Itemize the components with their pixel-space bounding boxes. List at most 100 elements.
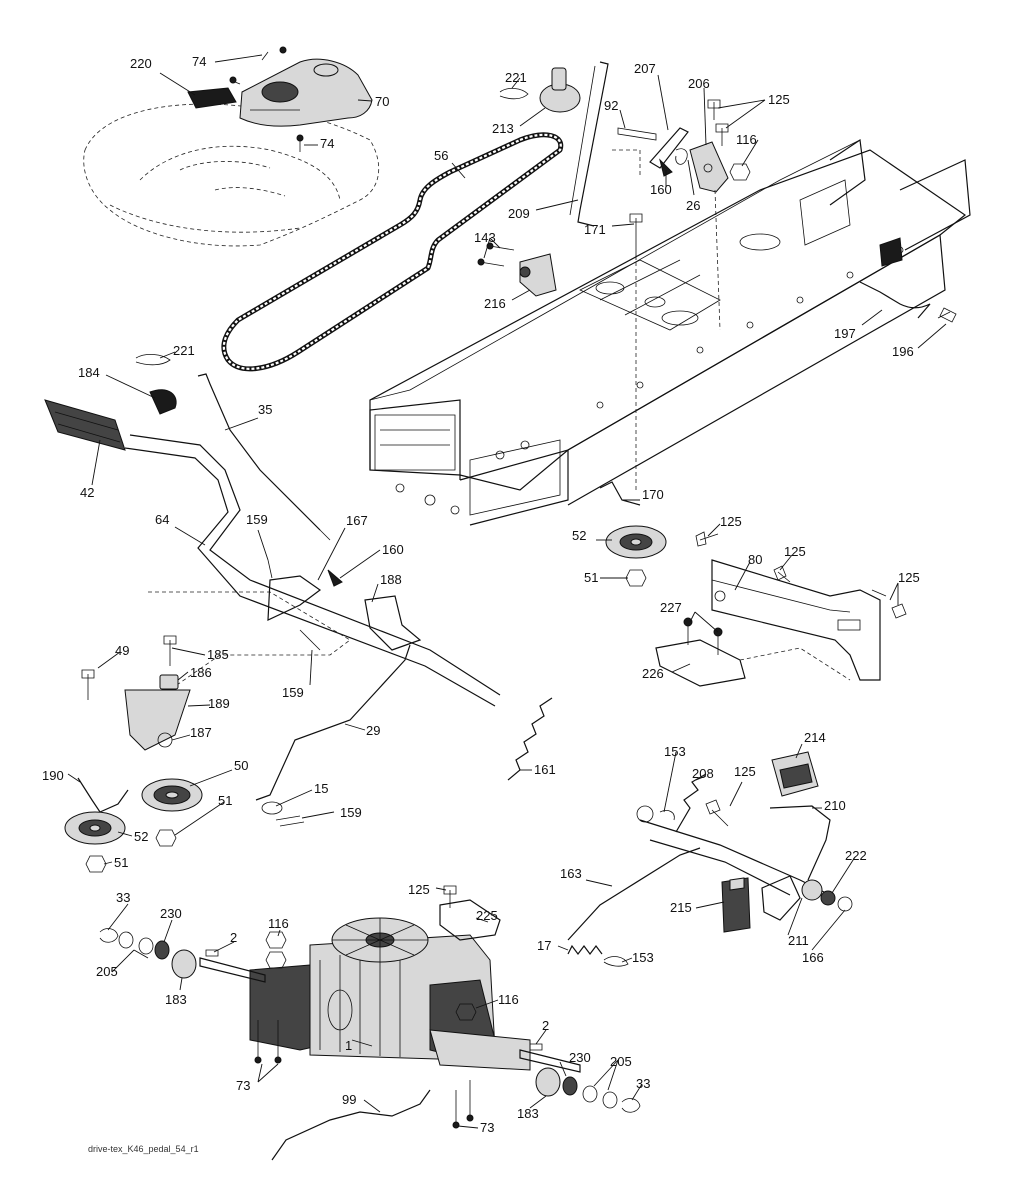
pulley-52-left — [64, 811, 126, 845]
callout-label: 116 — [498, 992, 519, 1007]
callout-label: 51 — [114, 855, 128, 870]
callout-label: 160 — [650, 182, 672, 197]
bracket-188 — [364, 595, 422, 651]
callout-label: 214 — [804, 730, 826, 745]
spring-190 — [77, 777, 129, 813]
bolt-185 — [163, 635, 177, 666]
callout-label: 159 — [282, 685, 304, 700]
bolt-73-l1 — [254, 1056, 262, 1064]
callout-label: 163 — [560, 866, 582, 881]
pedal-arm-210 — [769, 805, 831, 881]
callout-label: 211 — [788, 933, 809, 948]
callout-label: 188 — [380, 572, 402, 587]
lift-rod-209-edge — [569, 65, 596, 216]
callout-label: 143 — [474, 230, 496, 245]
callout-label: 125 — [898, 570, 920, 585]
bolts-73-left — [257, 1020, 279, 1060]
callout-label: 209 — [508, 206, 530, 221]
linkage-bracket-206 — [689, 141, 729, 193]
clip-33-left — [99, 928, 119, 943]
rod-35-end — [311, 521, 331, 541]
callout-label: 159 — [246, 512, 268, 527]
callout-label: 70 — [375, 94, 389, 109]
callout-label: 125 — [768, 92, 790, 107]
bolts-73-right — [455, 1080, 471, 1125]
callout-label: 186 — [190, 665, 212, 680]
callout-label: 51 — [584, 570, 598, 585]
callout-label: 1 — [345, 1038, 352, 1053]
callout-label: 205 — [96, 964, 118, 979]
callout-label: 220 — [130, 56, 152, 71]
callout-label: 49 — [115, 643, 129, 658]
nut-116-right — [455, 1003, 477, 1021]
callout-label: 227 — [660, 600, 682, 615]
clip-153-top — [659, 810, 675, 821]
callout-label: 2 — [230, 930, 237, 945]
washer-230-right — [562, 1076, 578, 1096]
callout-label: 2 — [542, 1018, 549, 1033]
main-frame — [369, 138, 971, 526]
rod-197 — [859, 281, 931, 319]
washer-153-top — [636, 805, 654, 823]
bolt-125-c — [695, 531, 719, 547]
bolts-143 — [479, 245, 515, 267]
callout-label: 116 — [268, 916, 289, 931]
pedal-215 — [721, 877, 751, 933]
screw-74-lower-head — [296, 134, 304, 142]
drive-belt — [221, 132, 564, 372]
plate-226 — [655, 639, 746, 687]
washer-222 — [820, 890, 836, 906]
callout-label: 167 — [346, 513, 368, 528]
bolt-73-l2 — [274, 1056, 282, 1064]
washer-230-left — [154, 940, 170, 960]
nut-116-top — [729, 163, 751, 181]
callout-label: 222 — [845, 848, 867, 863]
axle-left — [199, 957, 266, 983]
shaft-64 — [129, 434, 501, 696]
callout-label: 196 — [892, 344, 914, 359]
bolts-227 — [687, 622, 719, 655]
callout-label: 99 — [342, 1092, 356, 1107]
spring-26 — [675, 148, 688, 165]
washer-205-l1 — [118, 931, 134, 949]
callout-label: 73 — [236, 1078, 250, 1093]
callout-label: 230 — [569, 1050, 591, 1065]
transaxle-1 — [249, 934, 531, 1071]
clip-160-top — [659, 158, 673, 177]
callout-label: 184 — [78, 365, 100, 380]
bolt-49 — [81, 669, 95, 700]
plate-225 — [439, 899, 501, 941]
diagram-caption: drive-tex_K46_pedal_54_r1 — [88, 1144, 199, 1154]
bolt-227-a — [683, 617, 693, 627]
pin-159-bottom — [275, 815, 305, 827]
callout-label: 52 — [134, 829, 148, 844]
callout-label: 33 — [116, 890, 130, 905]
bolt-73-r2 — [466, 1114, 474, 1122]
pedal-shaft-lower — [649, 839, 791, 896]
callout-label: 166 — [802, 950, 824, 965]
callout-label: 160 — [382, 542, 404, 557]
shaft-64-lower — [124, 447, 496, 707]
bushing-183-right — [535, 1067, 561, 1097]
bolt-196 — [937, 307, 957, 323]
pin-92 — [617, 127, 657, 141]
washer-205-l2 — [138, 937, 154, 955]
callout-label: 185 — [207, 647, 229, 662]
callout-label: 26 — [686, 198, 700, 213]
callout-label: 221 — [173, 343, 195, 358]
callout-label: 116 — [736, 132, 757, 147]
callout-label: 190 — [42, 768, 64, 783]
callout-label: 189 — [208, 696, 230, 711]
screw-74-head — [279, 46, 287, 54]
clip-160-mid — [327, 569, 343, 587]
clip-153-bottom — [603, 956, 629, 967]
rod-163 — [567, 847, 701, 941]
key-2-right — [529, 1043, 543, 1051]
bracket-80 — [711, 559, 881, 681]
leader-lines — [67, 54, 947, 1129]
callout-label: 170 — [642, 487, 664, 502]
callout-label: 50 — [234, 758, 248, 773]
callout-label: 73 — [480, 1120, 494, 1135]
callout-label: 207 — [634, 61, 656, 76]
